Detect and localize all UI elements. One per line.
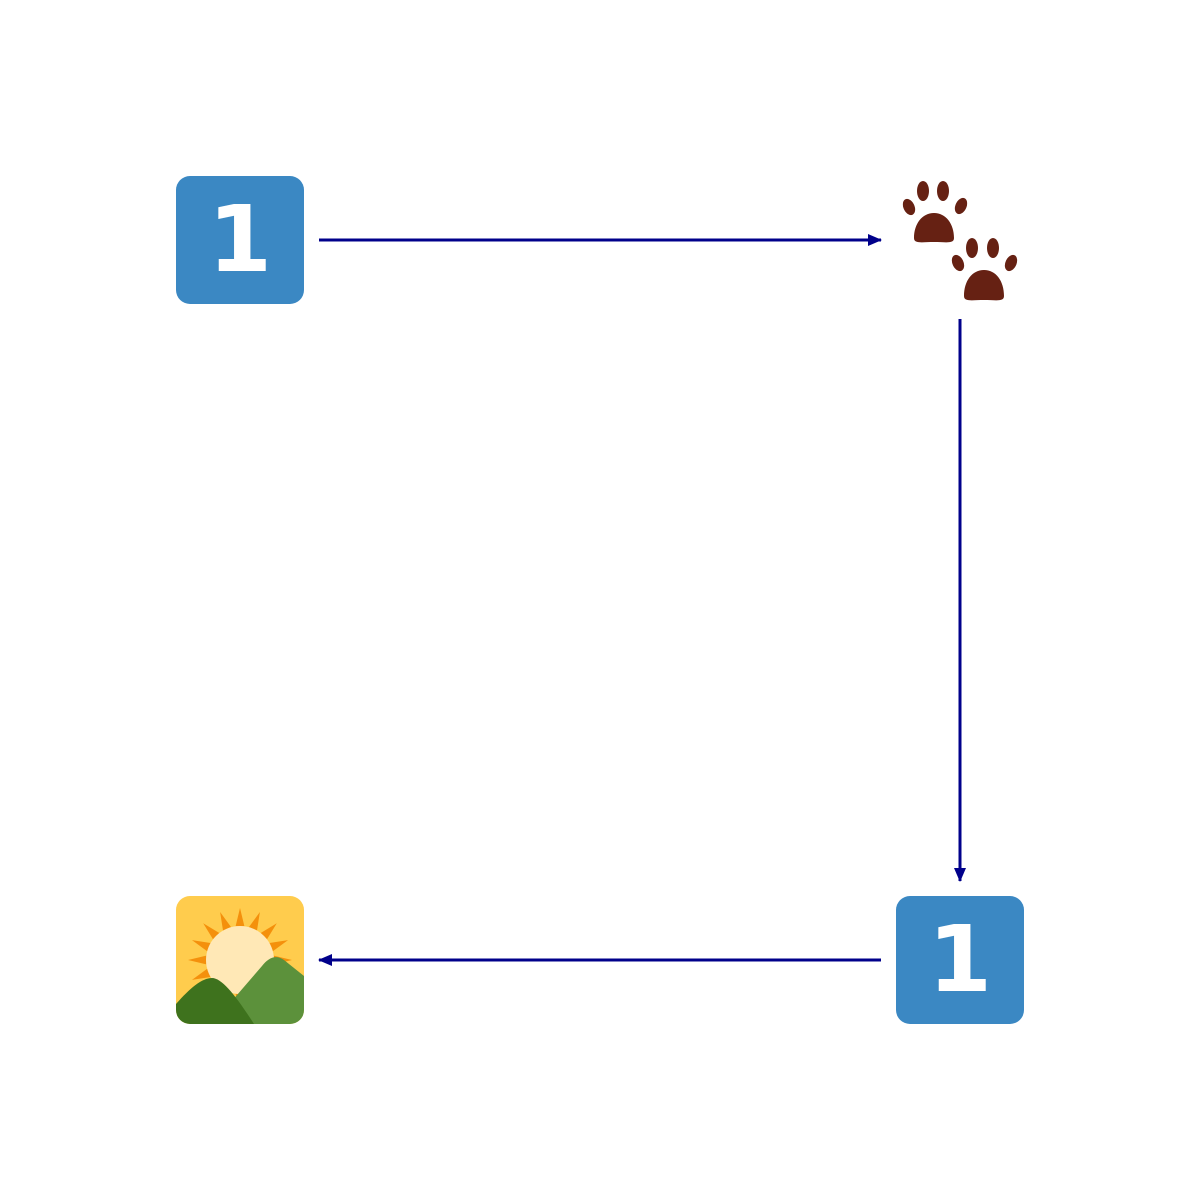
keycap-digit-label: 1 [207, 186, 272, 293]
sun-ray [235, 908, 245, 927]
sun-ray [203, 923, 220, 940]
sun-ray [269, 940, 288, 952]
sun-ray [188, 955, 207, 965]
sun-ray [220, 912, 232, 931]
sun-ray [192, 940, 211, 952]
sun-ray [248, 912, 260, 931]
keycap-digit-label: 1 [927, 906, 992, 1013]
sun-ray [192, 968, 211, 980]
paw-prints-icon [896, 176, 1024, 304]
sun-ray [260, 923, 277, 940]
sunrise-over-mountains-icon [176, 896, 304, 1024]
keycap-1-icon: 1 [896, 896, 1024, 1024]
keycap-1-icon: 1 [176, 176, 304, 304]
